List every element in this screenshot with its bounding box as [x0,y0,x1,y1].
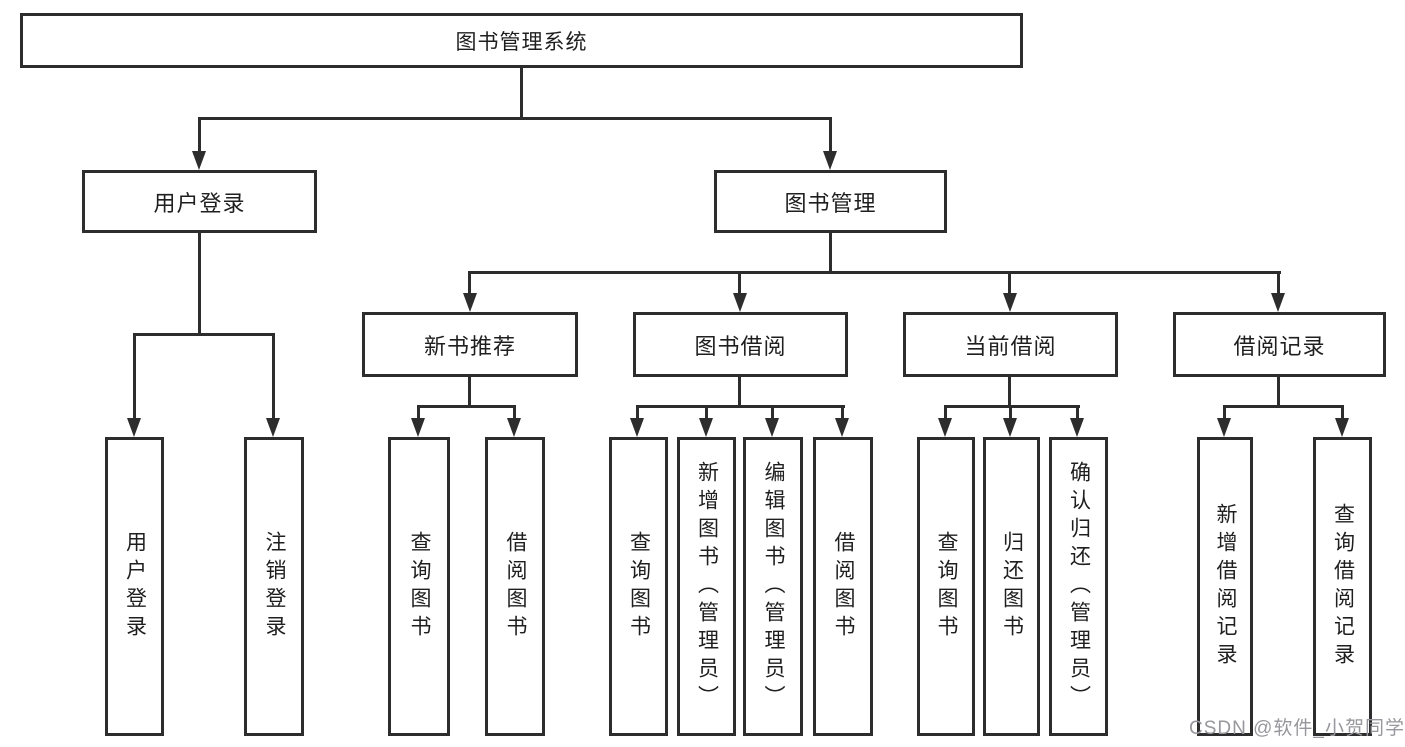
connector-book-mgmt-branch [468,271,1281,274]
node-bb-edit-book-admin: 编辑图书（管理员） [743,437,803,736]
connector-drop-bb-query [636,405,639,421]
arrowhead-nb-borrow [507,418,521,437]
watermark: CSDN @软件_小贺同学 [1189,718,1405,739]
node-bb-add-book-admin: 新增图书（管理员） [677,437,736,736]
connector-borrow-records-stem [1277,377,1280,407]
connector-current-borrow-stem [1008,377,1011,407]
arrowhead-br-add [1217,418,1231,437]
connector-login-stem [198,233,201,335]
node-new-book-recommend: 新书推荐 [362,312,578,377]
node-leaf-user-login: 用户登录 [105,437,164,736]
connector-drop-user-login [198,117,201,153]
connector-drop-new-books [468,271,471,296]
connector-root-stem [520,67,523,118]
connector-borrow-records-branch [1223,405,1344,408]
connector-drop-book-borrow [738,271,741,296]
node-br-add-record: 新增借阅记录 [1197,437,1253,736]
arrowhead-cb-return [1003,418,1017,437]
connector-book-borrow-branch [636,405,845,408]
arrowhead-bb-edit [765,418,779,437]
node-bb-borrow-books: 借阅图书 [813,437,873,736]
arrowhead-br-query [1335,418,1349,437]
connector-drop-nb-query [417,405,420,421]
connector-drop-leaf-logout [272,333,275,421]
arrowhead-nb-query [411,418,425,437]
connector-drop-cb-return [1009,405,1012,421]
connector-drop-cb-query [944,405,947,421]
connector-root-branch [198,117,832,120]
connector-book-borrow-stem [738,377,741,407]
connector-drop-br-query [1341,405,1344,421]
connector-drop-br-add [1223,405,1226,421]
arrowhead-bb-borrow [835,418,849,437]
node-book-management: 图书管理 [714,170,947,233]
node-user-login: 用户登录 [82,170,317,233]
connector-drop-leaf-user-login [133,333,136,421]
arrowhead-cb-confirm [1070,418,1084,437]
arrowhead-bb-query [630,418,644,437]
connector-current-borrow-branch [944,405,1080,408]
arrowhead-new-books [463,293,477,312]
arrowhead-cb-query [938,418,952,437]
connector-drop-current-borrow [1008,271,1011,296]
node-root: 图书管理系统 [20,13,1023,68]
node-borrow-records: 借阅记录 [1173,312,1386,377]
connector-new-books-branch [417,405,516,408]
node-cb-confirm-return-admin: 确认归还（管理员） [1049,437,1108,736]
connector-drop-bb-add [705,405,708,421]
connector-book-mgmt-stem [829,233,832,273]
arrowhead-user-login [192,151,206,170]
arrowhead-current-borrow [1003,293,1017,312]
arrowhead-book-borrow [733,293,747,312]
connector-drop-cb-confirm [1076,405,1079,421]
connector-login-branch [133,333,275,336]
arrowhead-leaf-user-login [127,418,141,437]
node-leaf-logout: 注销登录 [244,437,304,736]
arrowhead-leaf-logout [266,418,280,437]
node-current-borrow: 当前借阅 [903,312,1118,377]
arrowhead-borrow-records [1271,293,1285,312]
arrowhead-book-mgmt [823,151,837,170]
node-br-query-record: 查询借阅记录 [1313,437,1372,736]
node-book-borrow: 图书借阅 [633,312,848,377]
connector-drop-nb-borrow [513,405,516,421]
connector-drop-bb-borrow [841,405,844,421]
node-cb-query-books: 查询图书 [917,437,975,736]
arrowhead-bb-add [699,418,713,437]
connector-drop-bb-edit [771,405,774,421]
node-cb-return-books: 归还图书 [983,437,1040,736]
node-bb-query-books: 查询图书 [609,437,668,736]
node-nb-query-books: 查询图书 [388,437,450,736]
connector-drop-borrow-records [1277,271,1280,296]
node-nb-borrow-books: 借阅图书 [485,437,545,736]
connector-drop-book-mgmt [829,117,832,153]
connector-new-books-stem [468,377,471,407]
